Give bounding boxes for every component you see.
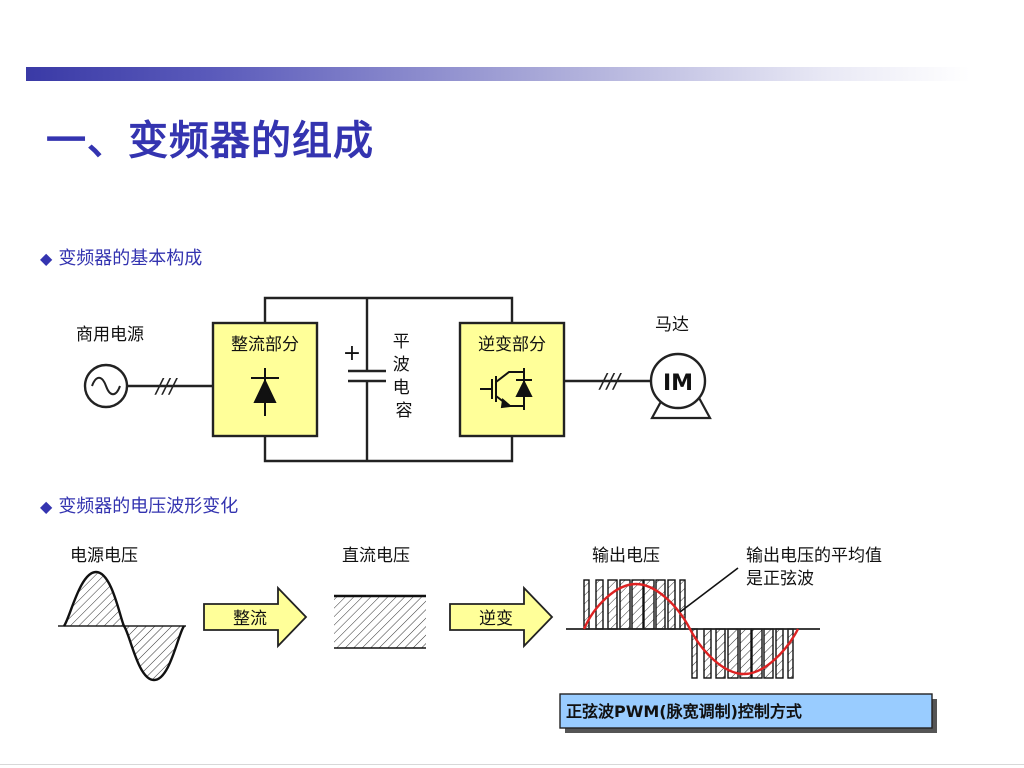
section-heading-text: 变频器的基本构成 bbox=[58, 248, 203, 269]
capacitor-label-char: 电 bbox=[393, 378, 410, 398]
capacitor-plus-sign: + bbox=[343, 341, 361, 366]
note-line-1: 输出电压的平均值 bbox=[746, 546, 882, 566]
source-voltage-label: 电源电压 bbox=[70, 546, 138, 566]
pwm-method-box: 正弦波PWM(脉宽调制)控制方式 bbox=[559, 693, 933, 729]
motor-text: IM bbox=[663, 371, 693, 396]
section-heading-text: 变频器的电压波形变化 bbox=[58, 496, 239, 517]
capacitor-label-char: 容 bbox=[396, 401, 413, 421]
pwm-pulse bbox=[763, 628, 774, 679]
motor-label: 马达 bbox=[655, 315, 689, 335]
output-voltage-label: 输出电压 bbox=[592, 546, 660, 566]
rectify-arrow-label: 整流 bbox=[233, 609, 267, 629]
rectifier-label: 整流部分 bbox=[231, 335, 299, 355]
igbt-icon bbox=[480, 368, 533, 410]
page-title: 一、变频器的组成 bbox=[46, 117, 374, 164]
invert-arrow: 逆变 bbox=[449, 585, 554, 649]
pwm-pulse bbox=[787, 628, 794, 679]
section-heading-composition: ◆ 变频器的基本构成 bbox=[40, 244, 202, 270]
average-sine-curve bbox=[582, 582, 800, 676]
dc-voltage-waveform bbox=[334, 594, 426, 649]
pwm-pulse bbox=[655, 579, 666, 630]
pwm-pulse bbox=[679, 579, 686, 630]
pwm-pulse bbox=[739, 628, 752, 679]
capacitor-label: 平 波 电 容 bbox=[393, 332, 415, 421]
title-accent-bar bbox=[26, 67, 970, 81]
inverter-block bbox=[458, 321, 566, 438]
pwm-pulse bbox=[715, 628, 726, 679]
diode-icon bbox=[251, 368, 279, 416]
diamond-bullet-icon: ◆ bbox=[40, 249, 53, 268]
motor-icon: IM bbox=[649, 352, 712, 420]
source-label: 商用电源 bbox=[76, 325, 144, 345]
footer-divider bbox=[0, 764, 1024, 765]
dc-bus-wires bbox=[263, 296, 514, 463]
three-phase-mark: /// bbox=[598, 369, 622, 393]
diamond-bullet-icon: ◆ bbox=[40, 497, 53, 516]
capacitor-label-char: 平 bbox=[393, 332, 410, 352]
pwm-pulse bbox=[631, 579, 644, 630]
section-heading-waveforms: ◆ 变频器的电压波形变化 bbox=[40, 492, 238, 518]
three-phase-mark: /// bbox=[154, 374, 178, 398]
invert-arrow-label: 逆变 bbox=[479, 609, 513, 629]
rectify-arrow: 整流 bbox=[203, 585, 308, 649]
pwm-output-waveform bbox=[566, 579, 820, 679]
capacitor-label-char: 波 bbox=[393, 355, 410, 375]
note-leader-line bbox=[679, 567, 739, 613]
smoothing-capacitor: + 平 波 电 容 bbox=[343, 332, 415, 421]
ac-source-icon bbox=[83, 363, 129, 409]
note-line-2: 是正弦波 bbox=[746, 569, 814, 589]
pwm-pulse bbox=[607, 579, 618, 630]
pwm-method-label: 正弦波PWM(脉宽调制)控制方式 bbox=[566, 702, 802, 721]
source-sine-waveform bbox=[58, 570, 186, 682]
inverter-label: 逆变部分 bbox=[478, 335, 546, 355]
dc-voltage-label: 直流电压 bbox=[342, 546, 410, 566]
